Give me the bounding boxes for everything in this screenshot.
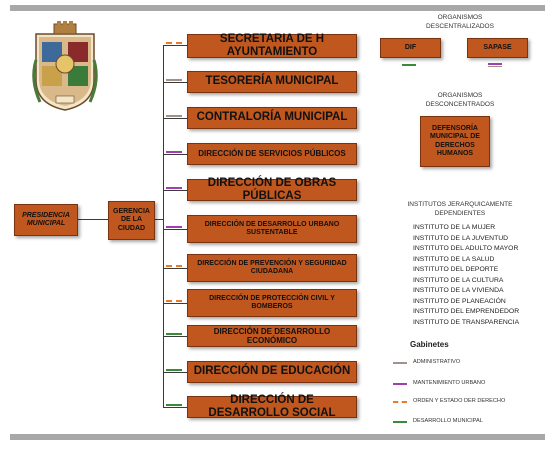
branch-connector xyxy=(163,372,187,373)
dept-label: DIRECCIÓN DE DESARROLLO URBANO SUSTENTAB… xyxy=(204,220,340,236)
gabinete-mark-orden xyxy=(166,265,182,267)
dept-label: SECRETARIA DE H AYUNTAMIENTO xyxy=(219,32,325,58)
descentralizados-title: ORGANISMOS DESCENTRALIZADOS xyxy=(426,14,494,30)
dept-box-desarrollo-economico: DIRECCIÓN DE DESARROLLO ECONÓMICO xyxy=(187,325,357,347)
vertical-trunk xyxy=(163,45,164,407)
instituto-item: INSTITUTO DEL EMPRENDEDOR xyxy=(413,308,520,315)
dept-box-educacion: DIRECCIÓN DE EDUCACIÓN xyxy=(187,361,357,383)
dif-label: DIF xyxy=(404,43,417,51)
dept-box-prevencion-seguridad: DIRECCIÓN DE PREVENCIÓN Y SEGURIDAD CIUD… xyxy=(187,254,357,282)
dept-box-contraloria: CONTRALORÍA MUNICIPAL xyxy=(187,107,357,129)
connector-gerencia-trunk xyxy=(155,219,163,220)
top-divider-bar xyxy=(10,5,545,11)
legend-line-mantenimiento xyxy=(393,383,407,385)
legend-label: ADMINISTRATIVO xyxy=(413,359,461,365)
institutos-title: INSTITUTOS JERARQUICAMENTE DEPENDIENTES xyxy=(407,201,513,217)
instituto-item: INSTITUTO DEL DEPORTE xyxy=(413,266,499,273)
dept-label: DIRECCIÓN DE DESARROLLO ECONÓMICO xyxy=(213,326,331,345)
gabinetes-title: Gabinetes xyxy=(410,340,449,349)
branch-connector xyxy=(163,303,187,304)
branch-connector xyxy=(163,154,187,155)
instituto-item: INSTITUTO DE LA SALUD xyxy=(413,255,495,263)
dept-label: DIRECCIÓN DE PROTECCIÓN CIVIL Y BOMBEROS xyxy=(209,294,335,310)
dept-label: TESORERÍA MUNICIPAL xyxy=(205,75,339,88)
legend-item-orden: ORDEN Y ESTADO DER DERECHO xyxy=(393,396,543,406)
dept-label: DIRECCIÓN DE SERVICIOS PÚBLICOS xyxy=(198,149,346,159)
gabinete-mark-desarrollo xyxy=(166,404,182,406)
presidencia-municipal-box: PRESIDENCIA MUNICIPAL xyxy=(14,204,78,236)
legend-item-administrativo: ADMINISTRATIVO xyxy=(393,357,543,367)
legend-line-administrativo xyxy=(393,362,407,364)
instituto-item: INSTITUTO DE LA MUJER xyxy=(413,224,496,231)
branch-connector xyxy=(163,82,187,83)
branch-connector xyxy=(163,268,187,269)
legend-item-mantenimiento: MANTENIMIENTO URBANO xyxy=(393,378,543,388)
gerencia-label: GERENCIA DE LA CIUDAD xyxy=(113,208,150,232)
sapase-gabinete-mark-2 xyxy=(488,66,502,67)
legend-item-desarrollo: DESARROLLO MUNICIPAL xyxy=(393,416,543,426)
instituto-item: INSTITUTO DE TRANSPARENCIA xyxy=(413,318,520,326)
dept-box-desarrollo-social: DIRECCIÓN DE DESARROLLO SOCIAL xyxy=(187,393,357,419)
gabinete-mark-administrativo xyxy=(166,115,182,117)
presidencia-label: PRESIDENCIA MUNICIPAL xyxy=(22,211,70,227)
instituto-item: INSTITUTO DE LA VIVIENDA xyxy=(413,287,504,294)
gabinete-mark-orden xyxy=(166,300,182,302)
dept-label: DIRECCIÓN DE DESARROLLO SOCIAL xyxy=(208,393,336,419)
defensoria-box: DEFENSORÍA MUNICIPAL DE DERECHOS HUMANOS xyxy=(420,116,490,167)
dept-box-tesoreria: TESORERÍA MUNICIPAL xyxy=(187,71,357,93)
instituto-item: INSTITUTO DEL ADULTO MAYOR xyxy=(413,245,519,252)
dept-label: DIRECCIÓN DE EDUCACIÓN xyxy=(193,365,351,378)
branch-connector xyxy=(163,45,187,46)
branch-connector xyxy=(163,336,187,337)
gabinete-mark-desarrollo xyxy=(166,369,182,371)
legend-label: DESARROLLO MUNICIPAL xyxy=(413,418,483,424)
dept-label: DIRECCIÓN DE PREVENCIÓN Y SEGURIDAD CIUD… xyxy=(197,259,347,275)
dept-box-servicios-publicos: DIRECCIÓN DE SERVICIOS PÚBLICOS xyxy=(187,143,357,165)
defensoria-label: DEFENSORÍA MUNICIPAL DE DERECHOS HUMANOS xyxy=(430,125,480,157)
dept-label: CONTRALORÍA MUNICIPAL xyxy=(196,111,348,124)
sapase-label: SAPASE xyxy=(483,43,512,51)
instituto-item: INSTITUTO DE LA CULTURA xyxy=(413,276,504,284)
branch-connector xyxy=(163,229,187,230)
legend-line-orden xyxy=(393,401,407,403)
desconcentrados-title: ORGANISMOS DESCONCENTRADOS xyxy=(425,92,495,108)
gabinete-mark-orden xyxy=(166,42,182,44)
connector-presidencia-gerencia xyxy=(78,219,108,220)
branch-connector xyxy=(163,190,187,191)
sapase-box: SAPASE xyxy=(467,38,528,58)
gerencia-box: GERENCIA DE LA CIUDAD xyxy=(108,201,155,240)
coat-of-arms-logo xyxy=(30,20,100,112)
instituto-item: INSTITUTO DE LA JUVENTUD xyxy=(413,234,509,242)
sapase-gabinete-mark xyxy=(488,63,502,65)
dif-box: DIF xyxy=(380,38,441,58)
legend-label: MANTENIMIENTO URBANO xyxy=(413,380,486,386)
dept-box-secretaria: SECRETARIA DE H AYUNTAMIENTO xyxy=(187,32,357,58)
branch-connector xyxy=(163,407,187,408)
bottom-divider-bar xyxy=(10,434,545,440)
branch-connector xyxy=(163,118,187,119)
dif-gabinete-mark xyxy=(402,64,416,66)
gabinete-mark-administrativo xyxy=(166,79,182,81)
gabinete-mark-mantenimiento xyxy=(166,226,182,228)
institutos-list: INSTITUTO DE LA MUJER INSTITUTO DE LA JU… xyxy=(413,223,548,328)
dept-box-desarrollo-urbano: DIRECCIÓN DE DESARROLLO URBANO SUSTENTAB… xyxy=(187,215,357,243)
dept-box-obras-publicas: DIRECCIÓN DE OBRAS PÚBLICAS xyxy=(187,176,357,202)
gabinete-mark-desarrollo xyxy=(166,333,182,335)
dept-box-proteccion-civil: DIRECCIÓN DE PROTECCIÓN CIVIL Y BOMBEROS xyxy=(187,289,357,317)
gabinete-mark-mantenimiento xyxy=(166,187,182,189)
legend-label: ORDEN Y ESTADO DER DERECHO xyxy=(413,398,506,404)
dept-label: DIRECCIÓN DE OBRAS PÚBLICAS xyxy=(207,176,337,202)
legend-line-desarrollo xyxy=(393,421,407,423)
instituto-item: INSTITUTO DE PLANEACIÓN xyxy=(413,297,506,305)
gabinete-mark-mantenimiento xyxy=(166,151,182,153)
